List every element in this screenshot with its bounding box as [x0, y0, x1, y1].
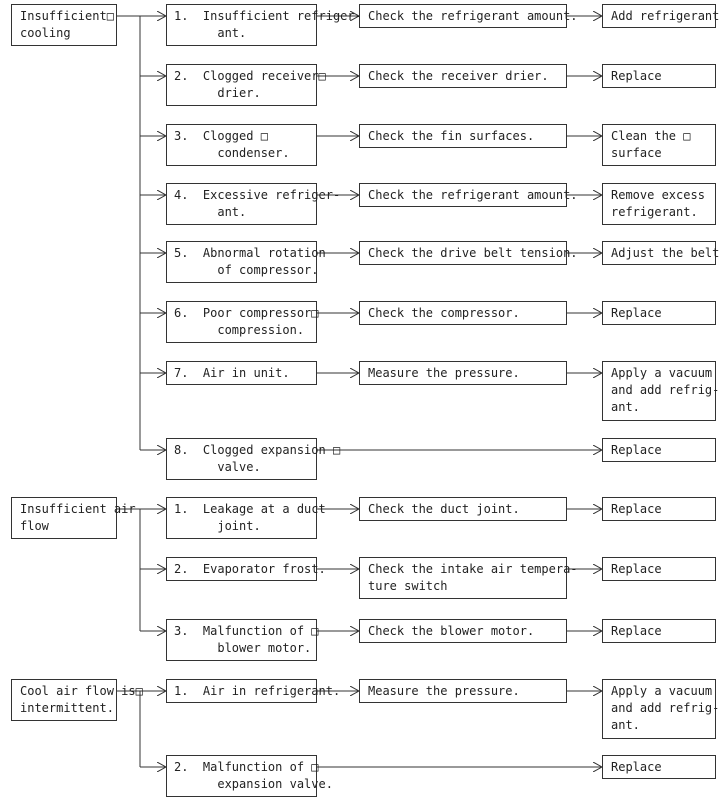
check-box	[359, 679, 567, 703]
cause-box	[166, 183, 317, 225]
remedy-box	[602, 241, 716, 265]
cause-box-text: 3. Clogged □ condenser.	[174, 129, 290, 160]
cause-box	[166, 438, 317, 480]
cause-box	[166, 679, 317, 703]
remedy-box	[602, 301, 716, 325]
cause-box-text: 2. Malfunction of □ expansion valve.	[174, 760, 333, 791]
remedy-box	[602, 438, 716, 462]
check-box-text: Measure the pressure.	[368, 684, 520, 698]
remedy-box	[602, 4, 716, 28]
remedy-box	[602, 679, 716, 739]
check-box-text: Check the fin surfaces.	[368, 129, 535, 143]
check-box	[359, 497, 567, 521]
cause-box-text: 7. Air in unit.	[174, 366, 290, 380]
problem-box	[11, 4, 117, 46]
cause-box	[166, 64, 317, 106]
check-box	[359, 301, 567, 325]
cause-box-text: 3. Malfunction of □ blower motor.	[174, 624, 319, 655]
remedy-box	[602, 619, 716, 643]
cause-box-text: 6. Poor compressor□ compression.	[174, 306, 319, 337]
remedy-box-text: Remove excess refrigerant.	[611, 188, 705, 219]
remedy-box-text: Add refrigerant	[611, 9, 720, 23]
remedy-box-text: Clean the □ surface	[611, 129, 691, 160]
check-box-text: Check the receiver drier.	[368, 69, 549, 83]
cause-box	[166, 301, 317, 343]
check-box	[359, 619, 567, 643]
remedy-box	[602, 64, 716, 88]
remedy-box	[602, 557, 716, 581]
cause-box	[166, 755, 317, 797]
cause-box-text: 2. Evaporator frost.	[174, 562, 326, 576]
cause-box	[166, 497, 317, 539]
cause-box-text: 2. Clogged receiver□ drier.	[174, 69, 326, 100]
cause-box	[166, 619, 317, 661]
problem-box	[11, 497, 117, 539]
check-box	[359, 183, 567, 207]
cause-box	[166, 241, 317, 283]
cause-box-text: 5. Abnormal rotation of compressor.	[174, 246, 326, 277]
remedy-box	[602, 361, 716, 421]
remedy-box-text: Apply a vacuum and add refrig- ant.	[611, 366, 720, 414]
cause-box	[166, 124, 317, 166]
remedy-box	[602, 755, 716, 779]
check-box-text: Check the refrigerant amount.	[368, 9, 578, 23]
cause-box	[166, 361, 317, 385]
check-box	[359, 4, 567, 28]
check-box-text: Check the compressor.	[368, 306, 520, 320]
check-box	[359, 361, 567, 385]
remedy-box-text: Adjust the belt	[611, 246, 720, 260]
problem-box-text: Insufficient air flow	[20, 502, 136, 533]
remedy-box-text: Replace	[611, 760, 662, 774]
remedy-box-text: Replace	[611, 69, 662, 83]
check-box-text: Measure the pressure.	[368, 366, 520, 380]
remedy-box-text: Replace	[611, 624, 662, 638]
check-box-text: Check the duct joint.	[368, 502, 520, 516]
cause-box-text: 1. Leakage at a duct joint.	[174, 502, 326, 533]
check-box	[359, 241, 567, 265]
cause-box-text: 1. Air in refrigerant.	[174, 684, 341, 698]
check-box-text: Check the refrigerant amount.	[368, 188, 578, 202]
cause-box-text: 4. Excessive refriger- ant.	[174, 188, 341, 219]
problem-box	[11, 679, 117, 721]
problem-box-text: Cool air flow is□ intermittent.	[20, 684, 143, 715]
remedy-box-text: Replace	[611, 562, 662, 576]
remedy-box-text: Replace	[611, 306, 662, 320]
check-box	[359, 64, 567, 88]
remedy-box	[602, 124, 716, 166]
problem-box-text: Insufficient□ cooling	[20, 9, 114, 40]
cause-box-text: 1. Insufficient refriger- ant.	[174, 9, 362, 40]
check-box-text: Check the blower motor.	[368, 624, 535, 638]
cause-box	[166, 557, 317, 581]
check-box	[359, 557, 567, 599]
remedy-box-text: Apply a vacuum and add refrig- ant.	[611, 684, 720, 732]
cause-box	[166, 4, 317, 46]
remedy-box-text: Replace	[611, 502, 662, 516]
remedy-box	[602, 497, 716, 521]
remedy-box-text: Replace	[611, 443, 662, 457]
check-box-text: Check the intake air tempera- ture switc…	[368, 562, 578, 593]
check-box	[359, 124, 567, 148]
check-box-text: Check the drive belt tension.	[368, 246, 578, 260]
remedy-box	[602, 183, 716, 225]
cause-box-text: 8. Clogged expansion □ valve.	[174, 443, 341, 474]
